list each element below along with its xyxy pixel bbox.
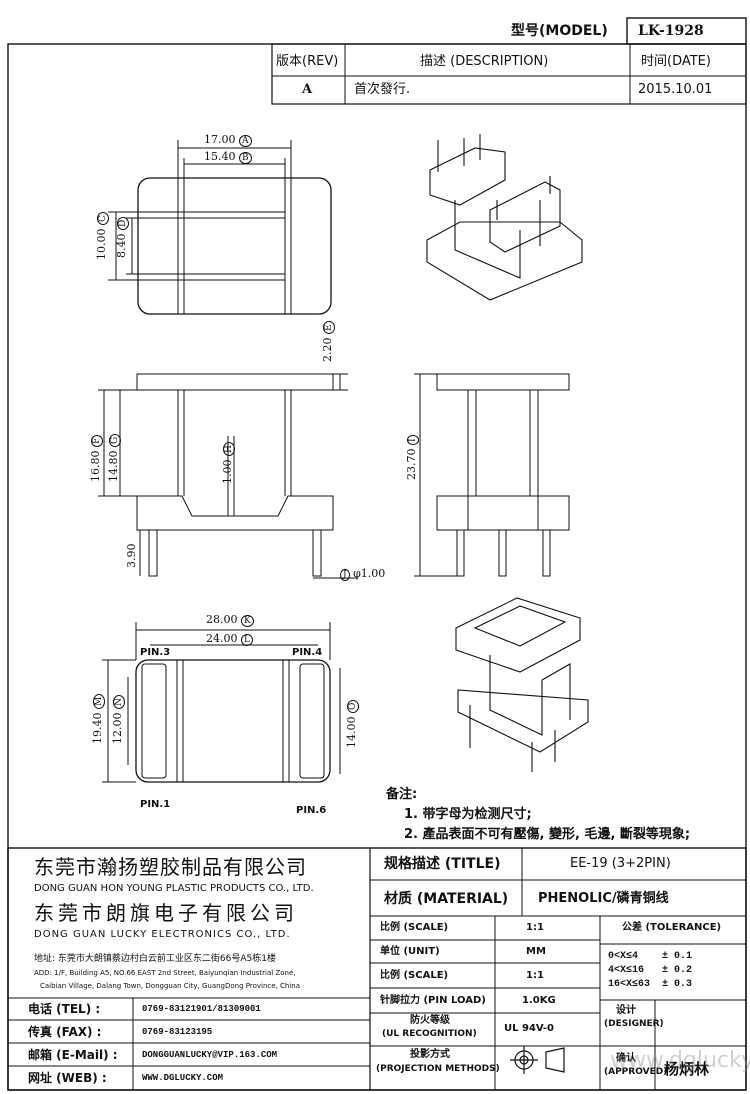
dim-10-label: 10.00 C <box>95 212 109 260</box>
desc-value: 首次發行. <box>354 82 411 97</box>
top-view-outline <box>137 177 332 315</box>
pin1-label: PIN.1 <box>140 799 171 810</box>
pin6-label: PIN.6 <box>296 805 327 816</box>
dim-17-label: 17.00 A <box>204 134 252 147</box>
spec-scale-label-1: 比例 (SCALE) <box>380 922 449 933</box>
company-address-cn: 地址: 东莞市大朗镇蔡边村白云前工业区东二街66号A5栋1楼 <box>34 954 276 964</box>
rev-value: A <box>302 82 313 97</box>
dim-phi-label: J φ1.00 <box>340 568 385 581</box>
pin3-label: PIN.3 <box>140 647 171 658</box>
dim-1540-label: 15.40 B <box>204 151 252 164</box>
spec-fire-label-2: (UL RECOGNITION) <box>382 1029 477 1039</box>
iso-bottom-sketch <box>455 597 589 772</box>
contact-tel-label: 电话 (TEL) : <box>28 1002 101 1016</box>
designer-label-cn: 设计 <box>616 1005 636 1016</box>
contact-web-value[interactable]: WWW.DGLUCKY.COM <box>142 1073 224 1083</box>
dim-24-label: 24.00 L <box>206 633 253 646</box>
spec-unit-value: MM <box>526 946 546 957</box>
notes-line-1: 1. 带字母为检测尺寸; <box>404 807 532 822</box>
dim-390-label: 3.90 <box>125 543 138 569</box>
spec-fire-value: UL 94V-0 <box>504 1023 555 1034</box>
side-top-flange <box>436 373 570 391</box>
spec-proj-label-1: 投影方式 <box>410 1049 450 1060</box>
dim-100-label: 1.00 H <box>221 442 235 484</box>
dim-1940-label: 19.40 M <box>91 693 105 744</box>
spec-title-label: 规格描述 (TITLE) <box>384 856 501 872</box>
company-address-en-2: Caibian Village, Dalang Town, Dongguan C… <box>40 982 301 990</box>
company-address-en-1: ADD: 1/F, Building A5, NO.66 EAST 2nd St… <box>34 969 296 977</box>
spec-scale-value-1: 1:1 <box>526 922 544 933</box>
company-name-2-cn: 东莞市朗旗电子有限公司 <box>34 901 298 925</box>
approved-label-en: (APPROVED) <box>604 1067 668 1077</box>
date-header: 时间(DATE) <box>641 54 711 69</box>
spec-scale-label-2: 比例 (SCALE) <box>380 970 449 981</box>
contact-web-label: 网址 (WEB) : <box>28 1071 107 1085</box>
contact-email-value[interactable]: DONGGUANLUCKY@VIP.163.COM <box>142 1050 278 1060</box>
contact-tel-value: 0769-83121901/81309001 <box>142 1004 261 1014</box>
watermark: www.dglucky.com <box>610 1048 750 1073</box>
notes-line-2: 2. 產品表面不可有壓傷, 變形, 毛邊, 斷裂等現象; <box>404 827 691 842</box>
spec-scale-value-2: 1:1 <box>526 970 544 981</box>
pin4-label: PIN.4 <box>292 647 323 658</box>
tolerance-row-2: 4<X≤16 ± 0.2 <box>608 965 693 976</box>
tolerance-title: 公差 (TOLERANCE) <box>622 922 722 933</box>
revision-table <box>271 43 747 105</box>
notes-title: 备注: <box>386 787 418 802</box>
approver-name: 杨炳林 <box>664 1060 710 1078</box>
model-label: 型号(MODEL) <box>511 23 608 39</box>
tolerance-row-3: 16<X≤63 ± 0.3 <box>608 979 693 990</box>
projection-symbol-icon <box>510 1046 565 1074</box>
date-value: 2015.10.01 <box>638 82 713 97</box>
contact-fax-value: 0769-83123195 <box>142 1027 213 1037</box>
dim-2370-label: 23.70 I <box>405 435 419 480</box>
dim-1480-label: 14.80 G <box>107 433 121 482</box>
company-name-1-en: DONG GUAN HON YOUNG PLASTIC PRODUCTS CO.… <box>34 883 314 894</box>
dim-840-label: 8.40 D <box>115 216 129 258</box>
side-base <box>436 495 570 531</box>
front-top-flange <box>136 373 334 391</box>
dim-220-label: 2.20 E <box>321 321 335 362</box>
tolerance-row-1: 0<X≤4 ± 0.1 <box>608 951 693 962</box>
spec-material-value: PHENOLIC/磷青铜线 <box>538 891 669 906</box>
company-name-2-en: DONG GUAN LUCKY ELECTRONICS CO., LTD. <box>34 929 291 940</box>
spec-title-value: EE-19 (3+2PIN) <box>570 856 671 871</box>
dim-28-label: 28.00 K <box>206 614 254 627</box>
spec-unit-label: 单位 (UNIT) <box>380 946 440 957</box>
spec-proj-label-2: (PROJECTION METHODS) <box>376 1064 500 1074</box>
dim-12-label: 12.00 N <box>111 695 125 744</box>
rev-header: 版本(REV) <box>276 54 339 69</box>
spec-material-label: 材质 (MATERIAL) <box>384 891 509 907</box>
desc-header: 描述 (DESCRIPTION) <box>420 54 549 69</box>
bottom-view-outline <box>135 659 331 783</box>
dim-1680-label: 16.80 F <box>89 434 103 482</box>
dim-14-label: 14.00 O <box>345 699 359 748</box>
company-name-1-cn: 东莞市瀚扬塑胶制品有限公司 <box>34 855 307 879</box>
spec-pinload-value: 1.0KG <box>522 995 556 1006</box>
front-base <box>136 495 334 531</box>
spec-pinload-label: 针脚拉力 (PIN LOAD) <box>380 995 486 1006</box>
contact-fax-label: 传真 (FAX) : <box>28 1025 102 1039</box>
approved-label-cn: 确认 <box>616 1053 636 1064</box>
title-block <box>7 847 747 1091</box>
spec-fire-label-1: 防火等级 <box>410 1015 450 1026</box>
iso-top-sketch <box>426 134 583 301</box>
model-value: LK-1928 <box>638 23 704 39</box>
contact-email-label: 邮箱 (E-Mail) : <box>28 1048 118 1062</box>
designer-label-en: (DESIGNER) <box>604 1019 664 1029</box>
